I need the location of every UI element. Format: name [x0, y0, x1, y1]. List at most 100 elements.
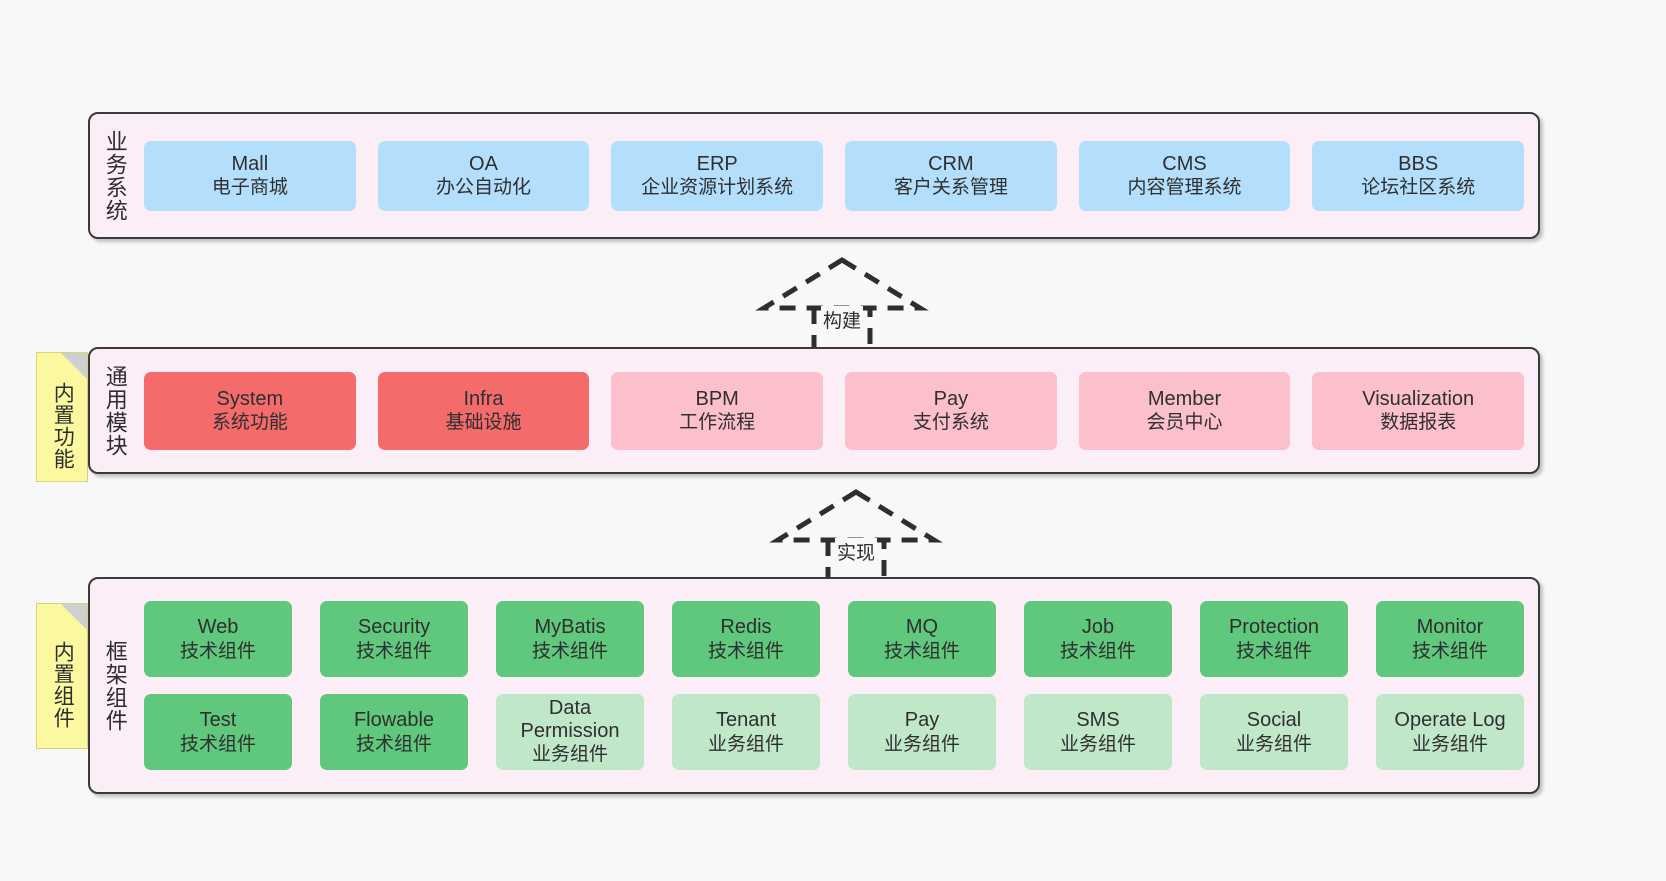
- layer-body-business: Mall 电子商城 OA 办公自动化 ERP 企业资源计划系统 CRM 客户关系…: [140, 114, 1538, 237]
- module-subtitle: 技术组件: [355, 733, 432, 755]
- module-subtitle: 客户关系管理: [893, 177, 1008, 199]
- module-subtitle: 技术组件: [707, 640, 784, 662]
- module-name: CRM: [928, 152, 974, 175]
- module-card-system[interactable]: System 系统功能: [144, 371, 356, 450]
- module-card-flowable[interactable]: Flowable 技术组件: [320, 694, 468, 770]
- module-name: MQ: [905, 616, 939, 639]
- module-card-operate-log[interactable]: Operate Log 业务组件: [1376, 694, 1524, 770]
- module-card-bbs[interactable]: BBS 论坛社区系统: [1312, 140, 1525, 211]
- module-card-infra[interactable]: Infra 基础设施: [377, 371, 590, 450]
- module-subtitle: 技术组件: [1411, 640, 1488, 662]
- module-name: OA: [469, 152, 498, 175]
- module-name: Security: [357, 616, 431, 639]
- module-name: Pay: [904, 709, 940, 732]
- module-name: Operate Log: [1394, 709, 1506, 732]
- module-subtitle: 业务组件: [1411, 733, 1488, 755]
- module-subtitle: 业务组件: [707, 733, 784, 755]
- note-builtin-components: 内置组件: [36, 603, 88, 749]
- generalization-arrow-implement: 实现: [766, 488, 946, 586]
- module-card-pay-component[interactable]: Pay 业务组件: [848, 694, 996, 770]
- layer-row: System 系统功能 Infra 基础设施 BPM 工作流程 Pay 支付系统…: [144, 371, 1525, 450]
- module-card-member[interactable]: Member 会员中心: [1078, 371, 1291, 450]
- layer-title-common: 通用模块: [102, 364, 128, 457]
- module-name: Member: [1147, 387, 1222, 410]
- module-subtitle: 内容管理系统: [1127, 177, 1242, 199]
- module-name: Pay: [933, 387, 969, 410]
- arrow-label-implement: 实现: [834, 538, 878, 565]
- module-card-visualization[interactable]: Visualization 数据报表: [1312, 371, 1525, 450]
- module-name: Tenant: [715, 709, 777, 732]
- module-subtitle: 业务组件: [531, 744, 608, 766]
- module-name: Visualization: [1362, 387, 1475, 410]
- module-card-protection[interactable]: Protection 技术组件: [1200, 601, 1348, 677]
- layer-row: Mall 电子商城 OA 办公自动化 ERP 企业资源计划系统 CRM 客户关系…: [144, 140, 1525, 211]
- layer-business-systems: 业务系统 Mall 电子商城 OA 办公自动化 ERP 企业资源计划系统 CRM…: [88, 112, 1540, 239]
- module-name: SMS: [1076, 709, 1120, 732]
- layer-body-framework: Web 技术组件 Security 技术组件 MyBatis 技术组件 Redi…: [140, 579, 1538, 792]
- module-subtitle: 技术组件: [179, 640, 256, 662]
- module-name: MyBatis: [534, 616, 606, 639]
- module-card-redis[interactable]: Redis 技术组件: [672, 601, 820, 677]
- module-name: CMS: [1162, 152, 1207, 175]
- module-card-security[interactable]: Security 技术组件: [320, 601, 468, 677]
- module-subtitle: 技术组件: [355, 640, 432, 662]
- module-subtitle: 业务组件: [1059, 733, 1136, 755]
- arrow-label-build: 构建: [820, 306, 864, 333]
- module-subtitle: 业务组件: [1235, 733, 1312, 755]
- module-name: Monitor: [1416, 616, 1484, 639]
- module-subtitle: 企业资源计划系统: [641, 177, 794, 199]
- module-subtitle: 系统功能: [211, 412, 288, 434]
- module-card-job[interactable]: Job 技术组件: [1024, 601, 1172, 677]
- layer-body-common: System 系统功能 Infra 基础设施 BPM 工作流程 Pay 支付系统…: [140, 349, 1538, 472]
- module-name: BBS: [1398, 152, 1439, 175]
- note-builtin-features: 内置功能: [36, 352, 88, 482]
- module-card-tenant[interactable]: Tenant 业务组件: [672, 694, 820, 770]
- module-subtitle: 论坛社区系统: [1361, 177, 1476, 199]
- module-subtitle: 工作流程: [679, 412, 756, 434]
- module-name: Flowable: [353, 709, 435, 732]
- note-label: 内置功能: [51, 382, 75, 470]
- module-name: Protection: [1228, 616, 1320, 639]
- layer-row: Web 技术组件 Security 技术组件 MyBatis 技术组件 Redi…: [144, 601, 1524, 677]
- module-card-mq[interactable]: MQ 技术组件: [848, 601, 996, 677]
- module-name: Data Permission: [520, 697, 620, 743]
- module-name: BPM: [695, 387, 739, 410]
- module-name: Test: [199, 709, 237, 732]
- module-card-crm[interactable]: CRM 客户关系管理: [845, 140, 1057, 211]
- module-card-mybatis[interactable]: MyBatis 技术组件: [496, 601, 644, 677]
- module-name: Web: [197, 616, 239, 639]
- note-label: 内置组件: [51, 641, 75, 729]
- layer-title-framework: 框架组件: [102, 639, 128, 732]
- module-subtitle: 电子商城: [211, 177, 288, 199]
- module-subtitle: 技术组件: [883, 640, 960, 662]
- module-card-sms[interactable]: SMS 业务组件: [1024, 694, 1172, 770]
- module-card-web[interactable]: Web 技术组件: [144, 601, 292, 677]
- module-card-monitor[interactable]: Monitor 技术组件: [1376, 601, 1524, 677]
- module-subtitle: 数据报表: [1380, 412, 1457, 434]
- layer-common-modules: 通用模块 System 系统功能 Infra 基础设施 BPM 工作流程 Pay…: [88, 347, 1540, 474]
- module-name: System: [216, 387, 284, 410]
- module-subtitle: 技术组件: [179, 733, 256, 755]
- module-subtitle: 基础设施: [445, 412, 522, 434]
- layer-row: Test 技术组件 Flowable 技术组件 Data Permission …: [144, 694, 1524, 770]
- module-subtitle: 技术组件: [1235, 640, 1312, 662]
- module-subtitle: 支付系统: [912, 412, 989, 434]
- module-name: Job: [1081, 616, 1115, 639]
- module-name: Redis: [720, 616, 772, 639]
- module-subtitle: 技术组件: [531, 640, 608, 662]
- module-card-erp[interactable]: ERP 企业资源计划系统: [611, 140, 824, 211]
- module-card-pay[interactable]: Pay 支付系统: [845, 371, 1057, 450]
- module-card-cms[interactable]: CMS 内容管理系统: [1078, 140, 1291, 211]
- module-name: Infra: [463, 387, 504, 410]
- module-card-mall[interactable]: Mall 电子商城: [144, 140, 356, 211]
- module-name: Mall: [231, 152, 269, 175]
- module-card-bpm[interactable]: BPM 工作流程: [611, 371, 824, 450]
- module-card-data-permission[interactable]: Data Permission 业务组件: [496, 694, 644, 770]
- module-card-social[interactable]: Social 业务组件: [1200, 694, 1348, 770]
- module-subtitle: 办公自动化: [436, 177, 532, 199]
- module-card-test[interactable]: Test 技术组件: [144, 694, 292, 770]
- module-subtitle: 技术组件: [1059, 640, 1136, 662]
- layer-framework-components: 框架组件 Web 技术组件 Security 技术组件 MyBatis 技术组件…: [88, 577, 1540, 794]
- module-card-oa[interactable]: OA 办公自动化: [377, 140, 590, 211]
- module-subtitle: 业务组件: [883, 733, 960, 755]
